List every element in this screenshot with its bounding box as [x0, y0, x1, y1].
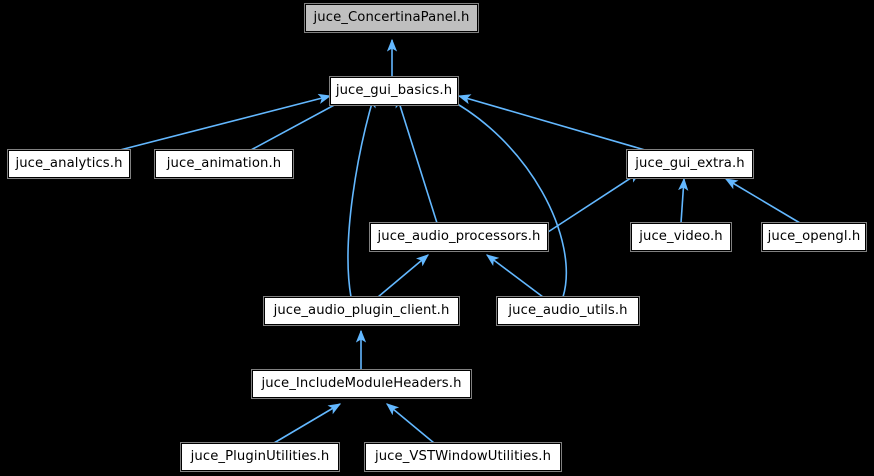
dependency-edge	[457, 94, 646, 151]
graph-node-label: juce_PluginUtilities.h	[190, 449, 330, 465]
graph-node-label: juce_ConcertinaPanel.h	[313, 10, 470, 26]
dependency-edge	[547, 171, 642, 233]
dependency-edge	[485, 254, 544, 298]
dependency-edge	[395, 94, 438, 224]
dependency-edge	[386, 403, 435, 444]
graph-node-concertina[interactable]: juce_ConcertinaPanel.h	[304, 3, 479, 33]
graph-node-plugin_util[interactable]: juce_PluginUtilities.h	[180, 442, 340, 472]
dependency-edge	[273, 403, 342, 444]
graph-node-label: juce_VSTWindowUtilities.h	[374, 449, 552, 465]
graph-node-audio_proc[interactable]: juce_audio_processors.h	[369, 222, 549, 252]
graph-node-incl_mod[interactable]: juce_IncludeModuleHeaders.h	[251, 369, 472, 399]
graph-node-video[interactable]: juce_video.h	[630, 222, 732, 252]
graph-node-plugin_cli[interactable]: juce_audio_plugin_client.h	[263, 296, 460, 326]
graph-node-gui_extra[interactable]: juce_gui_extra.h	[626, 149, 754, 179]
graph-node-label: juce_audio_processors.h	[377, 229, 541, 245]
dependency-edge	[441, 95, 568, 298]
dependency-edge	[724, 178, 801, 224]
dependency-edge	[347, 94, 376, 298]
graph-node-label: juce_opengl.h	[767, 229, 861, 245]
dependency-edge	[377, 254, 429, 298]
dependency-edge	[678, 177, 689, 224]
graph-node-analytics[interactable]: juce_analytics.h	[7, 149, 131, 179]
graph-node-animation[interactable]: juce_animation.h	[154, 149, 294, 179]
graph-node-label: juce_gui_basics.h	[335, 83, 453, 99]
graph-node-label: juce_audio_utils.h	[508, 303, 628, 319]
graph-node-label: juce_animation.h	[166, 156, 282, 172]
graph-node-opengl[interactable]: juce_opengl.h	[761, 222, 867, 252]
graph-node-label: juce_analytics.h	[15, 156, 123, 172]
graph-node-label: juce_IncludeModuleHeaders.h	[261, 376, 462, 392]
graph-node-vst_util[interactable]: juce_VSTWindowUtilities.h	[364, 442, 562, 472]
graph-node-gui_basics[interactable]: juce_gui_basics.h	[329, 76, 459, 106]
graph-node-audio_utils[interactable]: juce_audio_utils.h	[496, 296, 640, 326]
graph-node-label: juce_video.h	[639, 229, 723, 245]
graph-node-label: juce_audio_plugin_client.h	[273, 303, 450, 319]
graph-node-label: juce_gui_extra.h	[635, 156, 745, 172]
dependency-edge	[119, 93, 332, 151]
